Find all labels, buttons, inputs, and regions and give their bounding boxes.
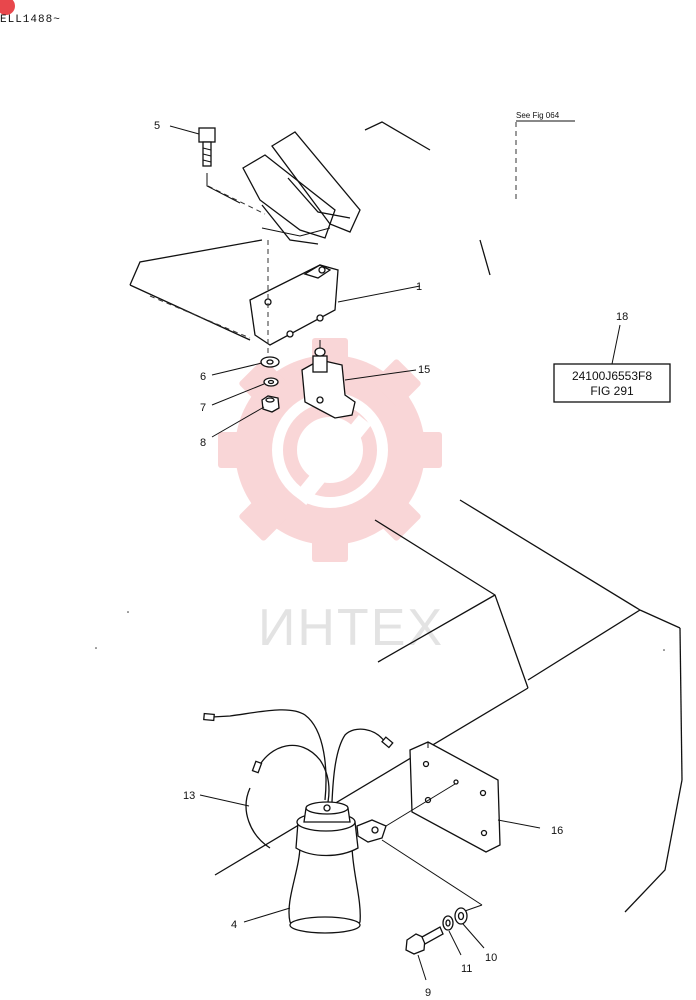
washer-11[interactable] <box>442 915 454 931</box>
hardware-axis-line <box>381 839 483 906</box>
corner-marker <box>0 0 15 15</box>
label-15[interactable]: 15 <box>418 364 430 376</box>
callout-box-18[interactable]: 24100J6553F8 FIG 291 <box>553 363 671 403</box>
label-4[interactable]: 4 <box>231 919 237 931</box>
label-11[interactable]: 11 <box>461 963 472 975</box>
washer-10[interactable] <box>454 907 468 925</box>
leader-5 <box>169 125 200 135</box>
leader-1 <box>337 285 421 303</box>
leader-10 <box>462 923 485 949</box>
bolt-9[interactable] <box>405 926 444 955</box>
callout-fig-ref: FIG 291 <box>590 384 634 398</box>
label-18[interactable]: 18 <box>616 311 628 323</box>
leader-6 <box>211 362 263 376</box>
label-1[interactable]: 1 <box>416 281 422 293</box>
bracket-16[interactable] <box>409 741 501 853</box>
speck <box>127 611 129 613</box>
label-16[interactable]: 16 <box>551 825 563 837</box>
bolt-line-16 <box>385 783 456 827</box>
switch-15[interactable] <box>301 340 356 419</box>
leader-11 <box>448 930 462 956</box>
label-6[interactable]: 6 <box>200 371 206 383</box>
nut-8[interactable] <box>261 395 280 413</box>
washer-6[interactable] <box>260 356 280 368</box>
wire-harness-13[interactable] <box>203 709 394 849</box>
label-8[interactable]: 8 <box>200 437 206 449</box>
label-13[interactable]: 13 <box>183 790 195 802</box>
label-7[interactable]: 7 <box>200 402 206 414</box>
label-9[interactable]: 9 <box>425 987 431 999</box>
speck <box>663 649 665 651</box>
label-5[interactable]: 5 <box>154 120 160 132</box>
pedal-assembly <box>129 121 491 341</box>
serial-range-text: ELL1488~ <box>0 14 61 26</box>
watermark-text: ИНТЕХ <box>258 599 444 657</box>
bolt-5[interactable] <box>198 127 216 167</box>
lock-washer-7[interactable] <box>263 377 279 387</box>
leader-13 <box>199 794 250 807</box>
leader-16 <box>497 819 541 829</box>
body-panels <box>214 499 683 913</box>
callout-part-code: 24100J6553F8 <box>572 369 652 383</box>
see-fig-reference[interactable]: See Fig 064 <box>516 111 560 120</box>
leader-8 <box>211 406 265 438</box>
leader-15 <box>344 369 417 381</box>
bracket-1[interactable] <box>249 264 339 346</box>
speck <box>95 647 97 649</box>
leader-4 <box>243 907 291 923</box>
leader-7 <box>211 383 265 406</box>
label-10[interactable]: 10 <box>485 952 497 964</box>
horn-4[interactable] <box>288 801 387 934</box>
leader-9 <box>417 954 427 981</box>
leader-18 <box>611 324 621 365</box>
